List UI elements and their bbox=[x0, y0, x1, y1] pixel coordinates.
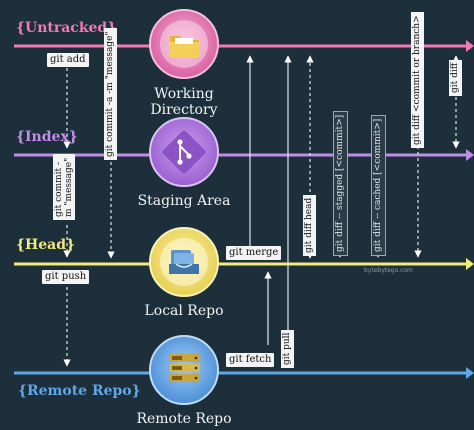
remote-repo-node bbox=[149, 335, 219, 405]
inbox-icon bbox=[169, 250, 199, 274]
server-rack-icon bbox=[170, 354, 200, 382]
lane-untracked-arrowhead bbox=[466, 40, 474, 52]
local-repo-node bbox=[149, 227, 219, 297]
git-merge-label: git merge bbox=[226, 246, 282, 260]
git-pull-label: git pull bbox=[281, 329, 294, 368]
git-diff-staged-label: git diff -- stagged [<commit>] bbox=[333, 110, 348, 256]
git-fetch-label: git fetch bbox=[226, 353, 275, 367]
working-directory-label: Working Directory bbox=[150, 86, 218, 118]
git-diff-commit-branch-label: git diff <commit or branch> bbox=[411, 12, 424, 148]
git-commit-a-label: git commit -a -m "message" bbox=[104, 28, 117, 160]
git-commit-m-label: git commit -m "message" bbox=[53, 154, 75, 220]
lane-head-arrowhead bbox=[466, 258, 474, 270]
lane-label-head: {Head} bbox=[16, 237, 76, 253]
local-repo-label: Local Repo bbox=[144, 303, 224, 319]
folder-icon bbox=[170, 36, 199, 58]
lane-index-arrowhead bbox=[466, 149, 474, 161]
lane-label-untracked: {Untracked} bbox=[16, 20, 117, 36]
staging-area-label: Staging Area bbox=[137, 193, 231, 209]
lane-label-index: {Index} bbox=[16, 129, 78, 145]
git-diff-cached-label: git diff -- cached [<commit>] bbox=[371, 114, 386, 256]
git-diff-head-label: git diff head bbox=[303, 194, 316, 256]
git-diff-label: git diff bbox=[449, 59, 462, 96]
staging-area-node bbox=[149, 117, 219, 187]
lane-remote-arrowhead bbox=[466, 367, 474, 379]
git-push-label: git push bbox=[42, 270, 90, 284]
git-add-label: git add bbox=[47, 53, 89, 67]
watermark: bytebytego.com bbox=[364, 267, 413, 274]
git-branch-icon bbox=[162, 130, 206, 174]
remote-repo-label: Remote Repo bbox=[136, 411, 232, 427]
working-directory-node bbox=[149, 9, 219, 79]
lane-label-remote: {Remote Repo} bbox=[18, 383, 141, 399]
